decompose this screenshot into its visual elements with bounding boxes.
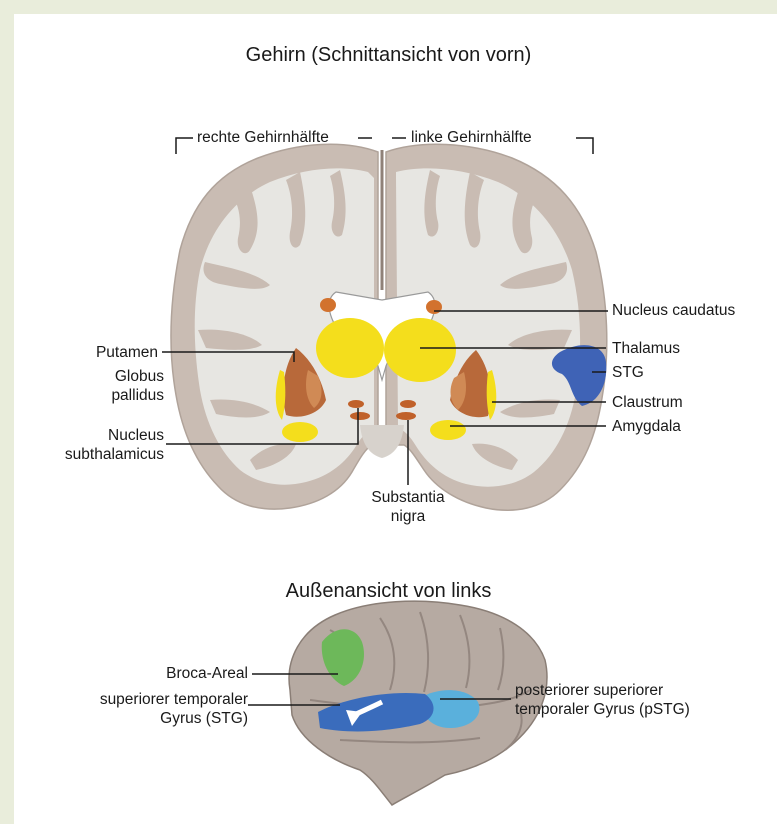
- right-hemisphere-label: rechte Gehirnhälfte: [197, 128, 329, 147]
- globus-pallidus-label-line1: Globus: [50, 367, 164, 386]
- brainstem: [360, 425, 404, 458]
- nucleus-subthalamicus-label-line1: Nucleus: [50, 426, 164, 445]
- nucleus-subthalamicus-label-line2: subthalamicus: [50, 445, 164, 464]
- sup-temporal-gyrus-label-line1: superiorer temporaler: [40, 690, 248, 709]
- putamen-label: Putamen: [50, 343, 158, 362]
- amygdala-left: [430, 420, 466, 440]
- nucleus-subthalamicus-left: [400, 400, 416, 408]
- left-hemisphere-label: linke Gehirnhälfte: [411, 128, 532, 147]
- substantia-nigra-label-line2: nigra: [326, 507, 490, 526]
- substantia-nigra-label-line1: Substantia: [326, 488, 490, 507]
- amygdala-label: Amygdala: [612, 417, 681, 436]
- nucleus-caudatus-label: Nucleus caudatus: [612, 301, 735, 320]
- thalamus-right: [316, 318, 384, 378]
- pstg-label-line2: temporaler Gyrus (pSTG): [515, 700, 690, 719]
- thalamus-left: [384, 318, 456, 382]
- thalamus-label: Thalamus: [612, 339, 680, 358]
- claustrum-label: Claustrum: [612, 393, 683, 412]
- lateral-brain: [289, 601, 547, 805]
- nucleus-caudatus-left: [426, 300, 442, 314]
- substantia-nigra-right: [350, 412, 370, 420]
- pstg-label-line1: posteriorer superiorer: [515, 681, 663, 700]
- globus-pallidus-label-line2: pallidus: [50, 386, 164, 405]
- substantia-nigra-left: [396, 412, 416, 420]
- amygdala-right: [282, 422, 318, 442]
- nucleus-caudatus-right: [320, 298, 336, 312]
- nucleus-subthalamicus-right: [348, 400, 364, 408]
- broca-area-label: Broca-Areal: [100, 664, 248, 683]
- coronal-brain: [171, 144, 607, 510]
- stg-label: STG: [612, 363, 644, 382]
- sup-temporal-gyrus-label-line2: Gyrus (STG): [40, 709, 248, 728]
